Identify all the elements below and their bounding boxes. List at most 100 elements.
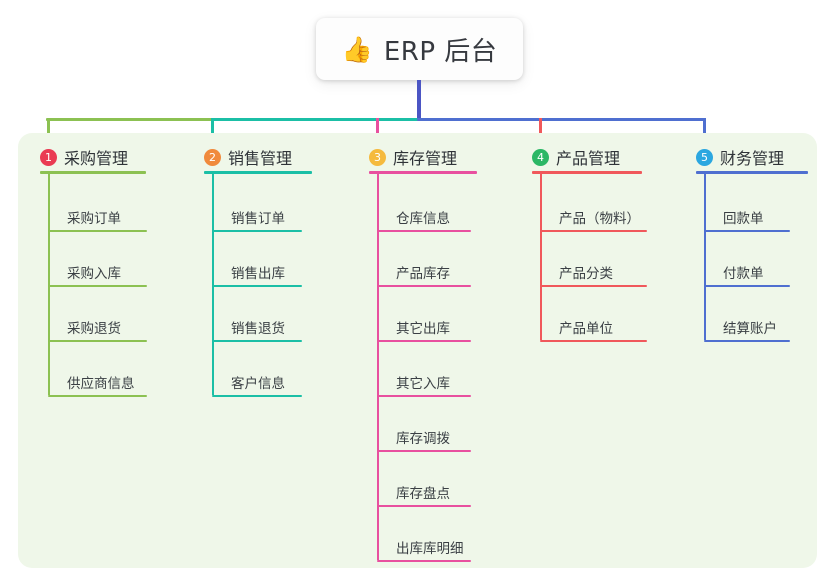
branch-item[interactable]: 出库库明细	[377, 528, 471, 562]
branch-item-rule	[704, 285, 790, 287]
branch-index-badge: 5	[696, 148, 713, 166]
branch-item-label: 付款单	[723, 266, 764, 282]
branch-item[interactable]: 采购订单	[48, 198, 147, 232]
branch-item[interactable]: 供应商信息	[48, 363, 147, 397]
branch-item-label: 出库库明细	[396, 541, 464, 557]
branch-column-4: 4 产品管理产品（物料） 产品分类产品单位	[532, 133, 669, 350]
branch-item-rule	[377, 340, 471, 342]
branch-header-label: 产品管理	[556, 149, 621, 168]
branches-panel	[18, 133, 817, 568]
branch-header-财务管理[interactable]: 5 财务管理	[696, 145, 784, 169]
branch-item-label: 供应商信息	[67, 376, 135, 392]
branch-header-销售管理[interactable]: 2 销售管理	[204, 145, 292, 169]
branch-item-rule	[704, 230, 790, 232]
branch-item[interactable]: 产品库存	[377, 253, 471, 287]
branch-item[interactable]: 库存调拨	[377, 418, 471, 452]
branch-item-label: 回款单	[723, 211, 764, 227]
branch-item[interactable]: 产品（物料）	[540, 198, 647, 232]
branch-item-label: 其它入库	[396, 376, 450, 392]
branch-item[interactable]: 其它入库	[377, 363, 471, 397]
branch-item-label: 其它出库	[396, 321, 450, 337]
branch-header-rule	[696, 171, 808, 174]
branch-item-label: 采购订单	[67, 211, 121, 227]
branch-spine	[48, 174, 50, 395]
branch-header-label: 库存管理	[393, 149, 458, 168]
root-stem-connector	[417, 80, 421, 121]
connector-bar-segment-3	[417, 118, 706, 121]
branch-item[interactable]: 销售退货	[212, 308, 302, 342]
branch-index-badge: 1	[40, 148, 57, 166]
branch-item-rule	[48, 230, 147, 232]
branch-item-rule	[212, 395, 302, 397]
branch-header-库存管理[interactable]: 3 库存管理	[369, 145, 457, 169]
branch-item[interactable]: 其它出库	[377, 308, 471, 342]
connector-bar-segment-1	[46, 118, 214, 121]
branch-item-label: 产品分类	[559, 266, 613, 282]
branch-item-label: 产品库存	[396, 266, 450, 282]
branch-item-rule	[212, 230, 302, 232]
branch-column-3: 3 库存管理仓库信息产品库存其它出库其它入库库存调拨库存盘点出库库明细	[369, 133, 493, 570]
branch-item[interactable]: 结算账户	[704, 308, 790, 342]
branch-item[interactable]: 库存盘点	[377, 473, 471, 507]
branch-item[interactable]: 销售订单	[212, 198, 302, 232]
branch-column-2: 2 销售管理销售订单销售出库销售退货客户信息	[204, 133, 324, 405]
branch-item[interactable]: 产品分类	[540, 253, 647, 287]
branch-item-rule	[48, 340, 147, 342]
branch-item-label: 客户信息	[231, 376, 285, 392]
branch-header-rule	[40, 171, 146, 174]
branch-item-rule	[48, 285, 147, 287]
branch-item-label: 采购入库	[67, 266, 121, 282]
connector-bar-segment-2	[212, 118, 421, 121]
branch-header-rule	[532, 171, 642, 174]
branch-column-1: 1 采购管理采购订单采购入库采购退货供应商信息	[40, 133, 169, 405]
branch-header-rule	[369, 171, 477, 174]
branch-header-label: 销售管理	[228, 149, 293, 168]
branch-item-label: 采购退货	[67, 321, 121, 337]
branch-spine	[377, 174, 379, 560]
branch-item[interactable]: 销售出库	[212, 253, 302, 287]
thumbs-up-icon: 👍	[341, 34, 373, 64]
branch-item[interactable]: 付款单	[704, 253, 790, 287]
branch-item-rule	[540, 285, 647, 287]
branch-index-badge: 2	[204, 148, 221, 166]
branch-item-label: 产品单位	[559, 321, 613, 337]
branch-index-badge: 4	[532, 148, 549, 166]
branch-item-rule	[48, 395, 147, 397]
branch-spine	[540, 174, 542, 340]
branch-header-rule	[204, 171, 312, 174]
branch-item[interactable]: 产品单位	[540, 308, 647, 342]
branch-item[interactable]: 采购退货	[48, 308, 147, 342]
branch-header-label: 财务管理	[720, 149, 785, 168]
branch-item[interactable]: 回款单	[704, 198, 790, 232]
root-node-content: 👍 ERP 后台	[342, 31, 498, 68]
branch-item-label: 库存调拨	[396, 431, 450, 447]
branch-item-rule	[377, 505, 471, 507]
branch-header-采购管理[interactable]: 1 采购管理	[40, 145, 128, 169]
branch-item-rule	[377, 230, 471, 232]
branch-item[interactable]: 客户信息	[212, 363, 302, 397]
branch-header-产品管理[interactable]: 4 产品管理	[532, 145, 620, 169]
branch-item-label: 产品（物料）	[559, 211, 640, 227]
branch-item[interactable]: 采购入库	[48, 253, 147, 287]
branch-column-5: 5 财务管理回款单付款单结算账户	[696, 133, 812, 350]
branch-spine	[704, 174, 706, 340]
root-node-title: ERP 后台	[383, 36, 498, 67]
branch-item-rule	[212, 340, 302, 342]
branch-item-label: 库存盘点	[396, 486, 450, 502]
branch-header-label: 采购管理	[64, 149, 129, 168]
branch-item-label: 销售出库	[231, 266, 285, 282]
branch-spine	[212, 174, 214, 395]
branch-item-label: 销售退货	[231, 321, 285, 337]
branch-item-label: 结算账户	[723, 321, 777, 337]
branch-item[interactable]: 仓库信息	[377, 198, 471, 232]
root-node-erp-backend[interactable]: 👍 ERP 后台	[316, 18, 523, 80]
branch-item-label: 仓库信息	[396, 211, 450, 227]
branch-item-rule	[377, 450, 471, 452]
branch-item-rule	[540, 340, 647, 342]
branch-item-rule	[540, 230, 647, 232]
branch-index-badge: 3	[369, 148, 386, 166]
branch-item-rule	[377, 560, 471, 562]
branch-item-rule	[704, 340, 790, 342]
branch-item-rule	[212, 285, 302, 287]
